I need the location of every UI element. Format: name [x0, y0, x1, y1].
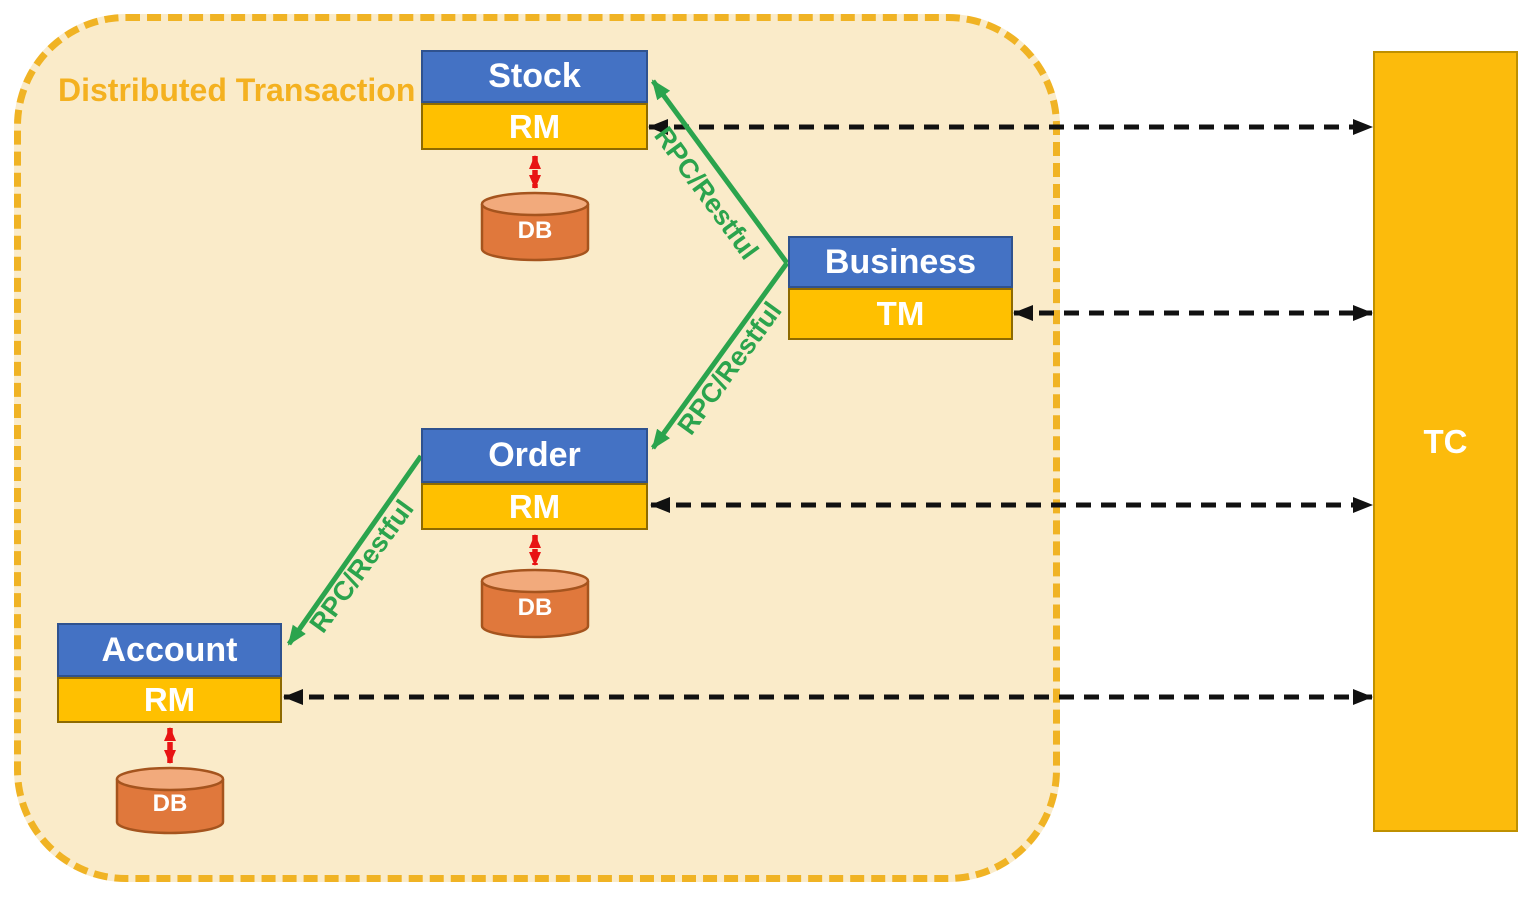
- service-header-account: Account: [57, 623, 282, 677]
- component-box-order-rm: RM: [421, 483, 648, 530]
- component-box-stock-rm: RM: [421, 103, 648, 150]
- database-label-order: DB: [517, 594, 553, 621]
- component-box-account-rm: RM: [57, 677, 282, 723]
- transaction-coordinator-box: TC: [1373, 51, 1518, 832]
- diagram-title: Distributed Transaction: [58, 72, 416, 108]
- service-header-order: Order: [421, 428, 648, 483]
- service-header-stock: Stock: [421, 50, 648, 103]
- component-box-business-tm: TM: [788, 288, 1013, 340]
- database-label-stock: DB: [517, 217, 553, 244]
- database-label-account: DB: [152, 790, 188, 817]
- service-header-business: Business: [788, 236, 1013, 288]
